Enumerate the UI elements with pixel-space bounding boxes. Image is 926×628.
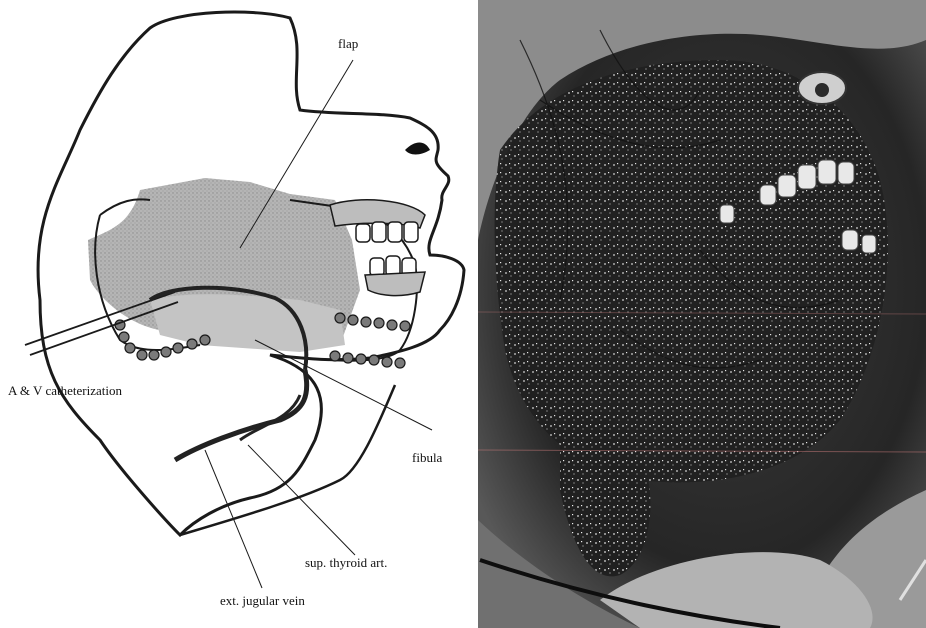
label-sup-thyroid-art: sup. thyroid art.: [305, 555, 387, 570]
lower-teeth: [365, 256, 425, 296]
label-ext-jugular-vein: ext. jugular vein: [220, 593, 305, 608]
surgical-photo: [478, 0, 926, 628]
thyroid-artery: [240, 395, 300, 440]
label-flap: flap: [338, 36, 358, 51]
nostril-mark: [405, 143, 430, 155]
leader-jugular: [205, 450, 262, 588]
diagram-panel: flap A & V catheterization fibula sup. t…: [8, 12, 464, 608]
jugular-vein: [175, 370, 307, 460]
label-fibula: fibula: [412, 450, 443, 465]
label-catheterization: A & V catheterization: [8, 383, 122, 398]
leader-thyroid: [248, 445, 355, 555]
